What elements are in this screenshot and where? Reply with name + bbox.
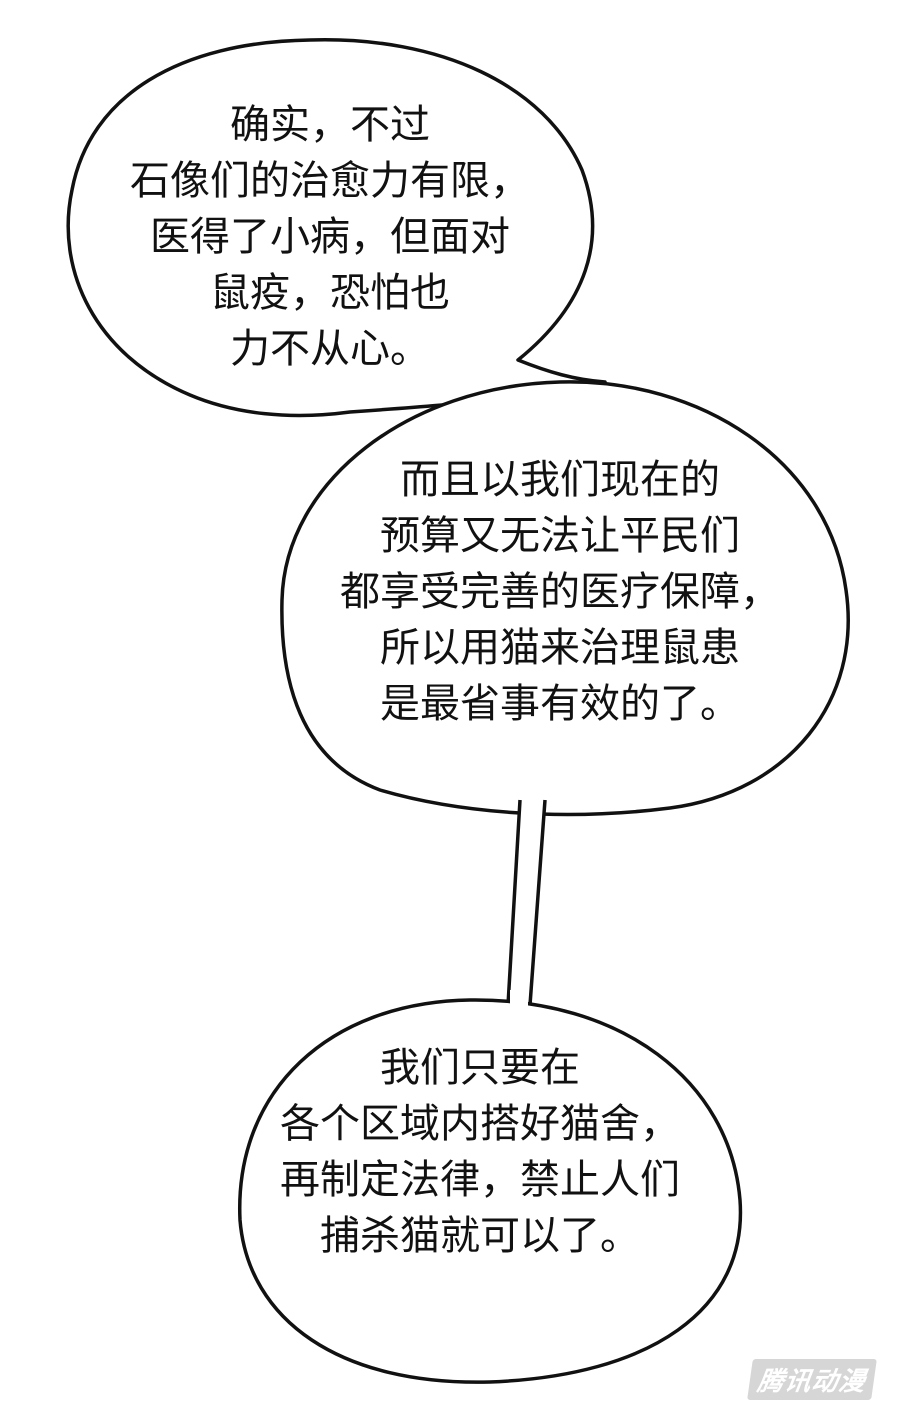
bubble-line: 医得了小病，但面对 <box>150 214 510 260</box>
tencent-comic-watermark-logo: 腾讯动漫 <box>747 1359 877 1400</box>
bubble-line: 确实，不过 <box>230 102 430 148</box>
bubble-line: 而且以我们现在的 <box>400 457 720 503</box>
bubble-connector-outline <box>506 799 547 1007</box>
speech-bubble-1-text: 确实，不过 石像们的治愈力有限， 医得了小病，但面对 鼠疫，恐怕也 力不从心。 <box>95 97 565 377</box>
bubble-line: 鼠疫，恐怕也 <box>210 270 450 316</box>
speech-bubble-1-outline <box>66 38 607 418</box>
bubble-line: 预算又无法让平民们 <box>380 513 740 559</box>
bubble-line: 力不从心。 <box>230 326 430 372</box>
bubble-line: 都享受完善的医疗保障， <box>340 569 780 615</box>
speech-bubble-3-outline <box>238 998 743 1384</box>
bubble-line: 捕杀猫就可以了。 <box>320 1213 640 1259</box>
bubble-line: 石像们的治愈力有限， <box>130 158 530 204</box>
bubble-line: 我们只要在 <box>380 1045 580 1091</box>
speech-bubble-3-text: 我们只要在 各个区域内搭好猫舍， 再制定法律，禁止人们 捕杀猫就可以了。 <box>235 1040 725 1264</box>
speech-bubble-2-text: 而且以我们现在的 预算又无法让平民们 都享受完善的医疗保障， 所以用猫来治理鼠患… <box>300 452 820 732</box>
bubble-line: 再制定法律，禁止人们 <box>280 1157 680 1203</box>
bubble-line: 是最省事有效的了。 <box>380 681 740 727</box>
bubble-line: 各个区域内搭好猫舍， <box>280 1101 680 1147</box>
bubble-line: 所以用猫来治理鼠患 <box>380 625 740 671</box>
